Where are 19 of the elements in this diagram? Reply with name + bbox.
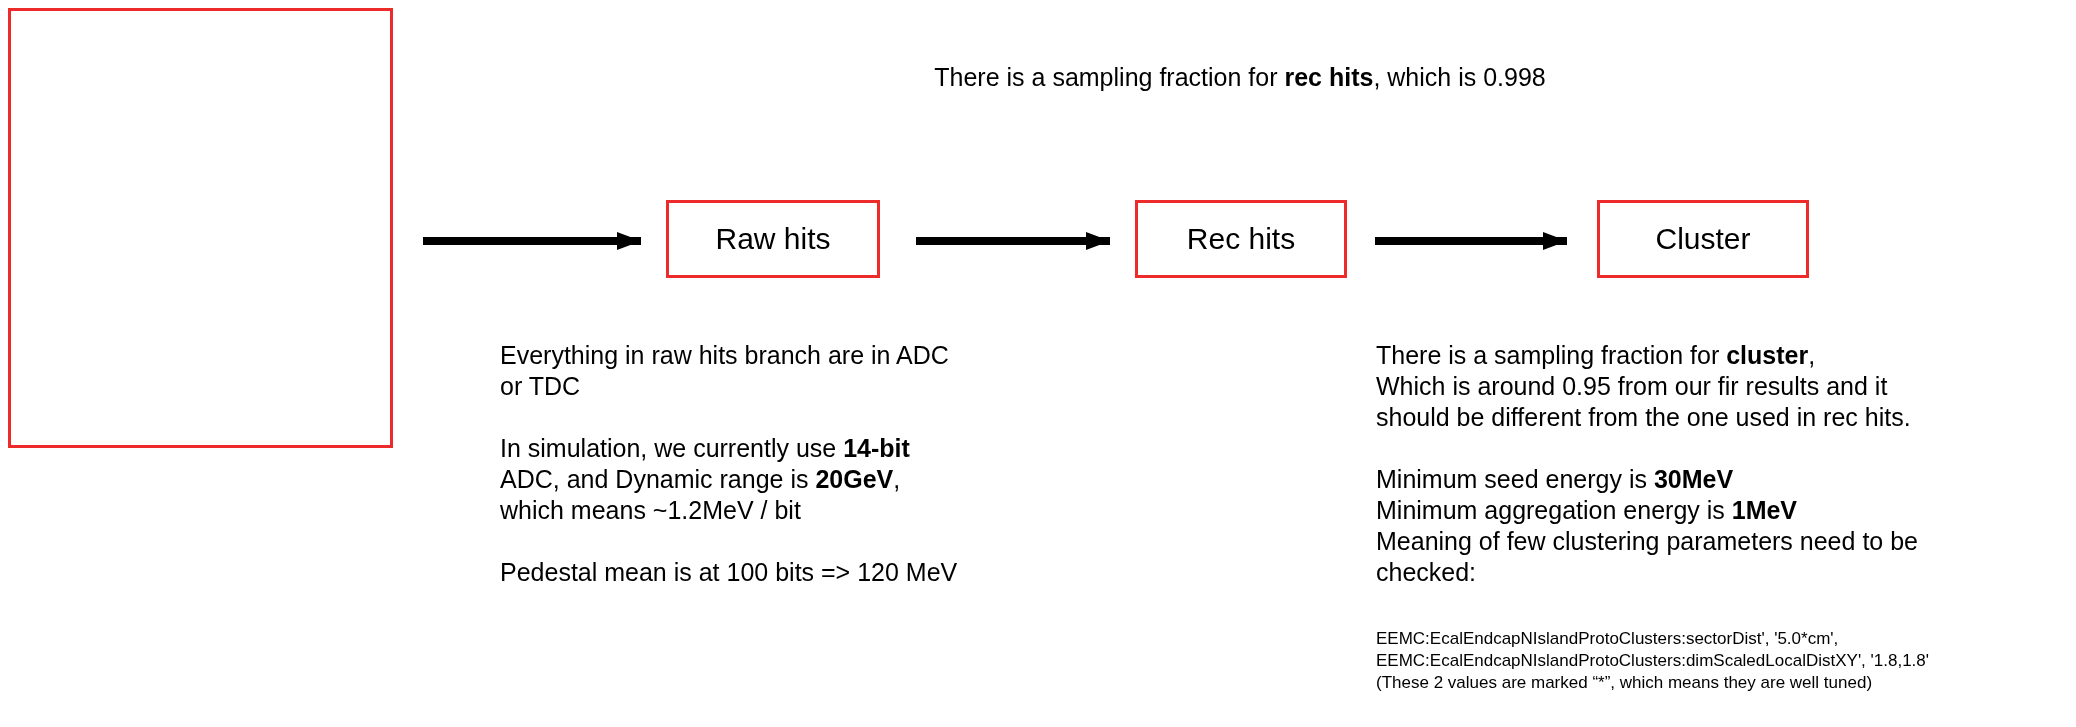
note-text: In simulation, we currently use 14-bit ADC, and Dynamic range is 20GeV, which means ~1.2MeV / bit <box>500 433 911 526</box>
process-box <box>666 200 880 278</box>
empty-box <box>8 8 393 448</box>
box-label: Rec hits <box>1186 222 1296 256</box>
box-label: Cluster <box>1655 222 1751 256</box>
note-text: There is a sampling fraction for cluster, <box>1376 340 1817 371</box>
code-note: EEMC:EcalEndcapNIslandProtoClusters:dimScaledLocalDistXY', '1.8,1.8' <box>1376 650 1931 671</box>
box-label: Raw hits <box>715 222 831 256</box>
process-box <box>1597 200 1809 278</box>
note-text: Minimum aggregation energy is 1MeV <box>1376 495 1799 526</box>
code-note: EEMC:EcalEndcapNIslandProtoClusters:sectorDist', '5.0*cm', <box>1376 628 1840 649</box>
note-text: Meaning of few clustering parameters need to be checked: <box>1376 526 1919 588</box>
note-text: Which is around 0.95 from our fir results and it should be different from the one used in rec hits. <box>1376 371 1912 433</box>
process-box <box>1135 200 1347 278</box>
code-note: (These 2 values are marked “*”, which means they are well tuned) <box>1376 672 1874 693</box>
note-text: There is a sampling fraction for rec hits, which is 0.998 <box>933 62 1547 93</box>
note-text: Pedestal mean is at 100 bits => 120 MeV <box>500 557 959 588</box>
note-text: Minimum seed energy is 30MeV <box>1376 464 1735 495</box>
note-text: Everything in raw hits branch are in ADC or TDC <box>500 340 950 402</box>
